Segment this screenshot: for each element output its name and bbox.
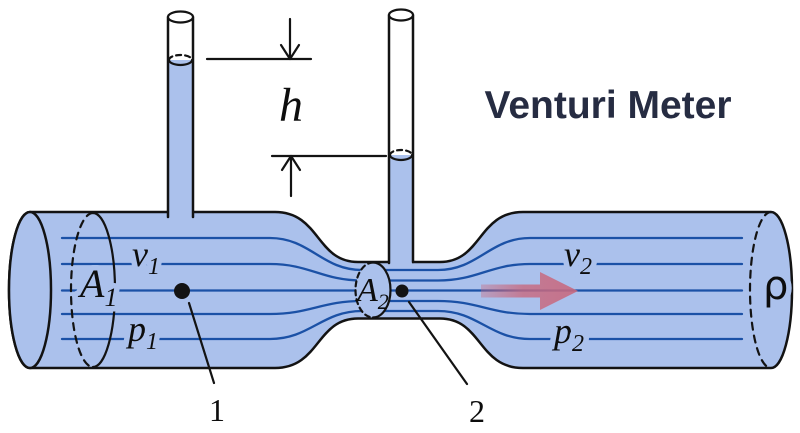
height-dimension: h [205, 17, 388, 198]
tube2-meniscus-front [388, 153, 414, 162]
tube1-opening [166, 10, 195, 24]
section-a1-front-arc [91, 211, 117, 369]
right-end-back-arc [748, 210, 773, 370]
up-arrow [280, 154, 302, 198]
point-2-label: 2 [469, 393, 485, 429]
tube1-meniscus-front [167, 58, 194, 67]
throat-section-fill [355, 262, 391, 318]
diagram-title: Venturi Meter [484, 84, 731, 127]
section-a1-back-arc [69, 211, 95, 369]
throat-front-arc [371, 261, 392, 319]
tube2-opening [387, 8, 415, 22]
h-label: h [279, 79, 303, 132]
density-label: ρ [763, 263, 788, 309]
measurement-points: 1 2 [174, 283, 485, 429]
down-arrow [279, 17, 301, 61]
streamline-1 [60, 236, 744, 272]
tube2-walls [387, 13, 415, 265]
tube2-fluid [390, 155, 412, 264]
tube1-walls [166, 15, 195, 219]
point-1-leader-line [187, 301, 216, 385]
tube2-meniscus-back [388, 148, 414, 157]
streamline-4 [60, 299, 744, 316]
tube1-fluid [169, 60, 192, 216]
point-1-dot [174, 283, 190, 299]
manometer-tube-2 [387, 8, 415, 265]
manometer-tube-1 [166, 10, 195, 219]
point-2-leader-line [407, 300, 469, 386]
cross-sections [69, 210, 773, 370]
point-1-label: 1 [209, 392, 225, 428]
flow-arrow [481, 272, 578, 310]
point-2-dot [395, 284, 409, 298]
streamline-2 [60, 262, 744, 282]
throat-back-arc [354, 261, 375, 319]
area2-label: A2 [355, 272, 389, 314]
tube1-meniscus-back [167, 53, 194, 62]
left-end-cap [7, 210, 53, 370]
streamline-5 [60, 309, 744, 341]
